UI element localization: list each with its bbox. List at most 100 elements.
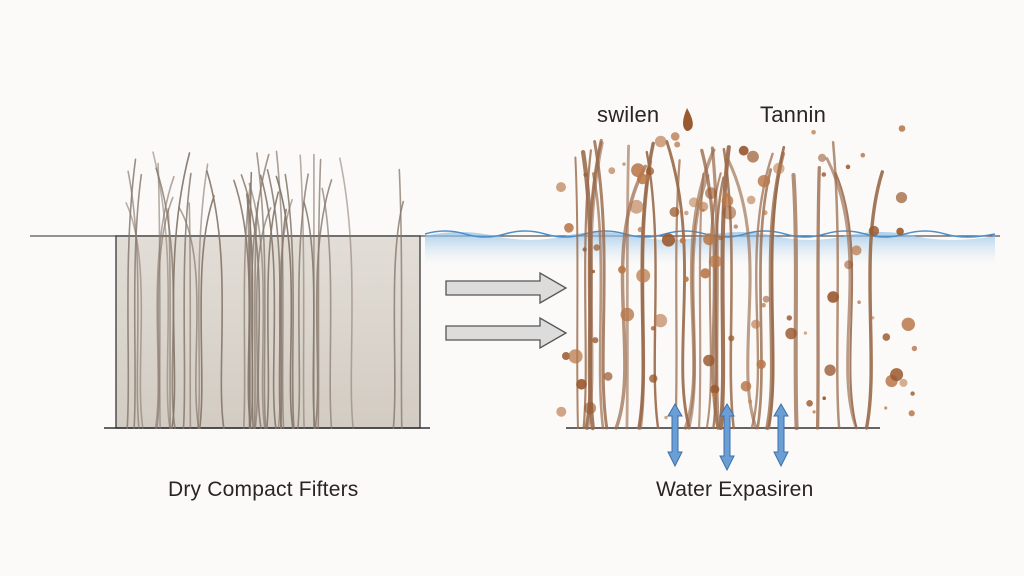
- dry-fiber-strand: [280, 208, 287, 429]
- tannin-droplet: [584, 402, 597, 415]
- tannin-droplet: [603, 372, 613, 381]
- tannin-droplet: [637, 226, 644, 233]
- tannin-droplet: [908, 410, 915, 417]
- tannin-droplet: [899, 378, 908, 387]
- swollen-fiber-strand: [825, 157, 858, 430]
- tannin-droplet: [636, 268, 651, 283]
- tannin-droplet: [895, 192, 908, 204]
- swollen-fiber-strand: [791, 172, 799, 431]
- dry-fibers: [125, 150, 405, 429]
- swollen-fiber-strand: [756, 168, 773, 430]
- tannin-droplet: [703, 354, 715, 367]
- dry-fiber-strand: [299, 154, 305, 429]
- tannin-droplet: [631, 163, 645, 178]
- dry-fiber-strand: [321, 187, 333, 429]
- dry-fiber-strand: [157, 162, 161, 429]
- swollen-fiber-strand: [710, 146, 721, 430]
- dry-fiber-strand: [125, 202, 144, 429]
- tannin-droplet: [618, 265, 626, 274]
- swollen-fiber-strand: [705, 172, 722, 430]
- dry-fiber-strand: [152, 151, 171, 429]
- tannin-droplet: [629, 199, 644, 214]
- tannin-droplet: [684, 210, 689, 216]
- tannin-droplet: [822, 396, 826, 401]
- process-arrow-top: [445, 271, 568, 305]
- tannin-droplet: [821, 172, 827, 177]
- tannin-droplet: [785, 327, 797, 340]
- dry-fiber-strand: [199, 195, 215, 429]
- dry-fiber-strand: [178, 206, 200, 429]
- expansion-arrows: [667, 403, 789, 472]
- tannin-droplet: [890, 368, 904, 382]
- tannin-droplet: [882, 333, 891, 341]
- tannin-droplet: [576, 379, 587, 390]
- dry-fiber-strand: [266, 191, 280, 429]
- swollen-fiber-strand: [767, 145, 786, 430]
- tannin-droplet: [568, 349, 583, 364]
- dry-fiber-strand: [126, 158, 137, 429]
- dry-fiber-strand: [154, 175, 175, 429]
- tannin-droplet: [582, 247, 587, 252]
- dry-fiber-strand: [392, 200, 405, 429]
- tannin-droplet: [803, 331, 808, 335]
- dry-fiber-strand: [339, 157, 354, 429]
- dry-fiber-strand: [253, 201, 259, 429]
- tannin-droplet: [564, 223, 574, 233]
- dry-fiber-strand: [398, 168, 403, 429]
- tannin-droplet: [556, 406, 567, 417]
- tannin-droplet: [708, 255, 722, 268]
- dry-fiber-strand: [197, 163, 209, 429]
- swollen-fiber-strand: [718, 145, 731, 431]
- tannin-droplet: [860, 152, 866, 158]
- dry-fiber-strand: [248, 171, 253, 429]
- expansion-arrow-1: [667, 403, 683, 468]
- tannin-droplet: [728, 335, 735, 342]
- tannin-droplet: [698, 201, 709, 212]
- water-expansion-caption: Water Expasiren: [656, 478, 814, 501]
- tannin-droplet: [661, 233, 676, 247]
- swollen-fiber-strand: [815, 166, 821, 430]
- tannin-droplet: [901, 317, 915, 331]
- tannin-droplet: [712, 392, 718, 398]
- tannin-droplet: [812, 410, 816, 414]
- tannin-droplet: [622, 162, 626, 166]
- tannin-droplet: [664, 415, 668, 420]
- tannin-droplet: [756, 359, 766, 369]
- tannin-droplet: [674, 141, 681, 148]
- dry-fiber-strand: [249, 153, 270, 429]
- tannin-droplet: [898, 125, 906, 132]
- tannin-droplet: [705, 187, 717, 200]
- tannin-droplet: [747, 150, 759, 163]
- tannin-droplet: [608, 167, 616, 175]
- swollen-fiber-strand: [638, 159, 653, 430]
- tannin-droplet: [818, 153, 827, 162]
- tannin-droplet: [669, 207, 680, 217]
- tannin-label: Tannin: [760, 102, 827, 127]
- tannin-droplet: [748, 399, 753, 404]
- process-arrow-bottom: [445, 316, 568, 350]
- swollen-fiber-strand: [625, 144, 630, 430]
- swollen-fiber-strand: [614, 164, 648, 430]
- swollen-fiber-strand: [591, 172, 605, 430]
- tannin-droplet: [871, 316, 875, 320]
- tannin-droplet: [857, 300, 861, 305]
- expansion-arrow-2: [719, 403, 735, 472]
- dry-fiber-strand: [259, 174, 277, 429]
- tannin-droplet: [845, 164, 851, 170]
- swollen-fiber-strand: [864, 170, 884, 430]
- dry-fiber-strand: [256, 152, 267, 429]
- tannin-droplet: [884, 406, 888, 410]
- swollen-fiber-strand: [665, 140, 691, 430]
- dry-fiber-strand: [155, 167, 176, 429]
- tannin-droplet: [583, 172, 588, 177]
- tannin-droplet: [721, 195, 734, 207]
- tannin-droplet: [762, 210, 768, 216]
- tannin-droplet: [733, 224, 738, 229]
- swollen-fiber-strand: [645, 150, 660, 430]
- tannin-droplet: [679, 237, 686, 244]
- tannin-droplet: [824, 364, 836, 376]
- tannin-droplet: [556, 182, 566, 193]
- dry-fiber-strand: [275, 175, 294, 429]
